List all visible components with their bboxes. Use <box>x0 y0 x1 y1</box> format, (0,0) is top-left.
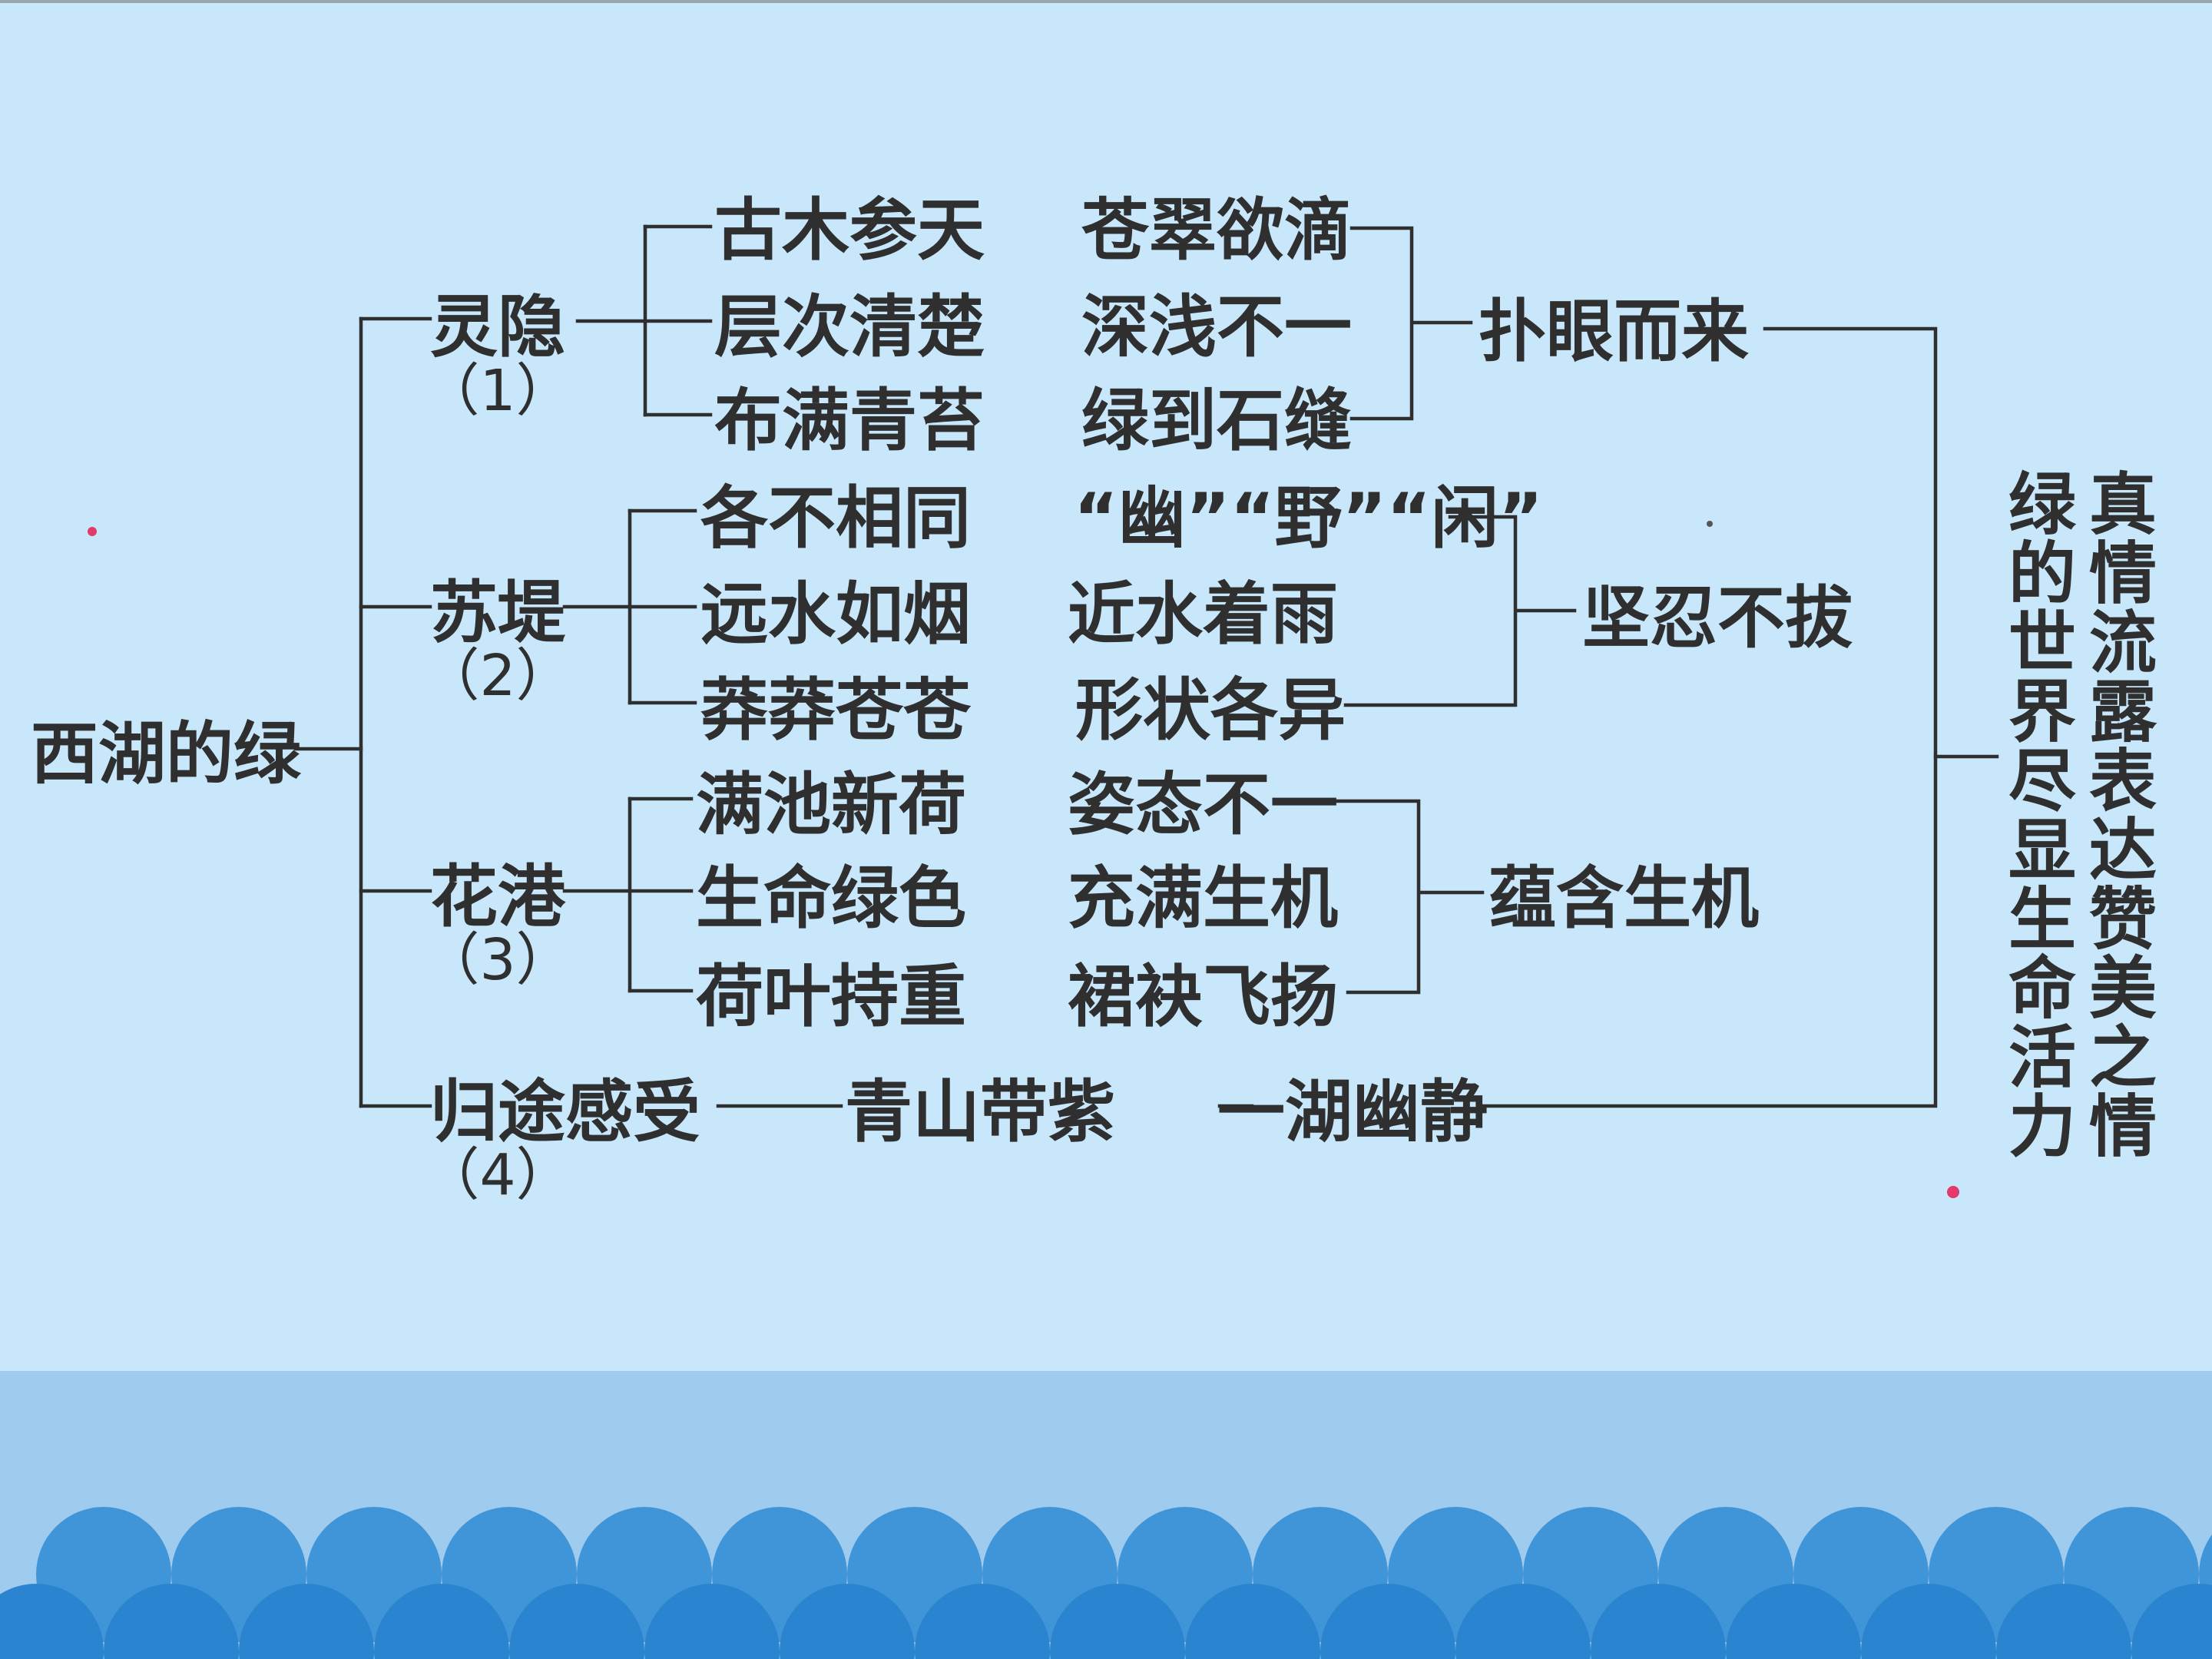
section-summary: 坚忍不拔 <box>1582 578 1853 657</box>
wave-row-front <box>0 1584 2212 1659</box>
section-number: （3） <box>422 927 572 993</box>
wave-scallop <box>1320 1584 1455 1659</box>
detail-left: 青山带紫 <box>845 1072 1115 1151</box>
wave-scallop <box>104 1584 239 1659</box>
detail-left: 莽莽苍苍 <box>700 671 972 750</box>
conclusion-column-left: 绿的世界尽显生命活力 <box>1998 469 2077 1160</box>
detail-left: 布满青苔 <box>714 381 985 460</box>
detail-right: “幽”“野”“闲” <box>1074 478 1543 558</box>
section-summary: 蕴含生机 <box>1488 859 1759 938</box>
detail-left: 远水如烟 <box>700 575 971 654</box>
detail-right: 裙袂飞扬 <box>1068 957 1338 1036</box>
section-1-right-bracket <box>1349 226 1473 421</box>
wave-scallop <box>1996 1584 2131 1659</box>
diagram-labels: 西湖的绿 灵隐 （1） 古木参天 层次清楚 布满青苔 苍翠欲滴 深浅不一 绿到石… <box>31 190 2157 1208</box>
section-number: （2） <box>422 643 572 709</box>
detail-right: 充满生机 <box>1068 859 1338 938</box>
detail-right: 近水着雨 <box>1068 575 1338 654</box>
wave-scallop <box>2131 1584 2212 1659</box>
top-border <box>0 0 2212 3</box>
detail-right: 绿到石缝 <box>1081 381 1352 460</box>
decorative-dot <box>88 527 97 536</box>
wave-scallop <box>0 1584 104 1659</box>
detail-left: 各不相同 <box>700 478 971 558</box>
wave-decoration <box>0 1371 2212 1659</box>
wave-scallop <box>1185 1584 1320 1659</box>
detail-left: 古木参天 <box>714 190 985 270</box>
wave-scallop <box>1455 1584 1591 1659</box>
section-name: 花港 <box>430 857 566 936</box>
section-3-right-bracket <box>1324 799 1485 995</box>
decorative-dot <box>1947 1186 1959 1198</box>
section-2-right-bracket <box>1343 515 1577 707</box>
section-name: 灵隐 <box>430 287 565 366</box>
wave-scallop <box>1050 1584 1185 1659</box>
section-summary: 一湖幽静 <box>1217 1072 1488 1151</box>
section-name: 归途感受 <box>430 1072 700 1151</box>
wave-scallop <box>644 1584 780 1659</box>
conclusion-column-right: 真情流露表达赞美之情 <box>2078 469 2157 1160</box>
section-name: 苏堤 <box>430 573 566 652</box>
decorative-dot <box>1707 521 1713 527</box>
detail-left: 层次清楚 <box>714 287 985 366</box>
detail-right: 苍翠欲滴 <box>1081 190 1352 270</box>
root-label: 西湖的绿 <box>31 714 302 793</box>
detail-left: 生命绿色 <box>696 859 966 938</box>
section-number: （4） <box>422 1142 572 1208</box>
wave-scallop <box>1726 1584 1861 1659</box>
wave-scallop <box>509 1584 644 1659</box>
detail-right: 深浅不一 <box>1081 287 1352 366</box>
wave-scallop <box>1591 1584 1726 1659</box>
detail-right: 姿态不一 <box>1068 765 1338 844</box>
detail-left: 荷叶持重 <box>696 957 966 1036</box>
wave-scallop <box>374 1584 509 1659</box>
wave-scallop <box>1861 1584 1996 1659</box>
wave-scallop <box>239 1584 374 1659</box>
section-number: （1） <box>422 358 572 424</box>
collector-line <box>1476 326 1938 1108</box>
section-summary: 扑眼而来 <box>1479 292 1749 371</box>
detail-left: 满池新荷 <box>696 765 966 844</box>
wave-scallop <box>915 1584 1050 1659</box>
wave-scallop <box>780 1584 915 1659</box>
detail-right: 形状各异 <box>1075 671 1346 750</box>
tree-lines <box>293 224 1999 1108</box>
